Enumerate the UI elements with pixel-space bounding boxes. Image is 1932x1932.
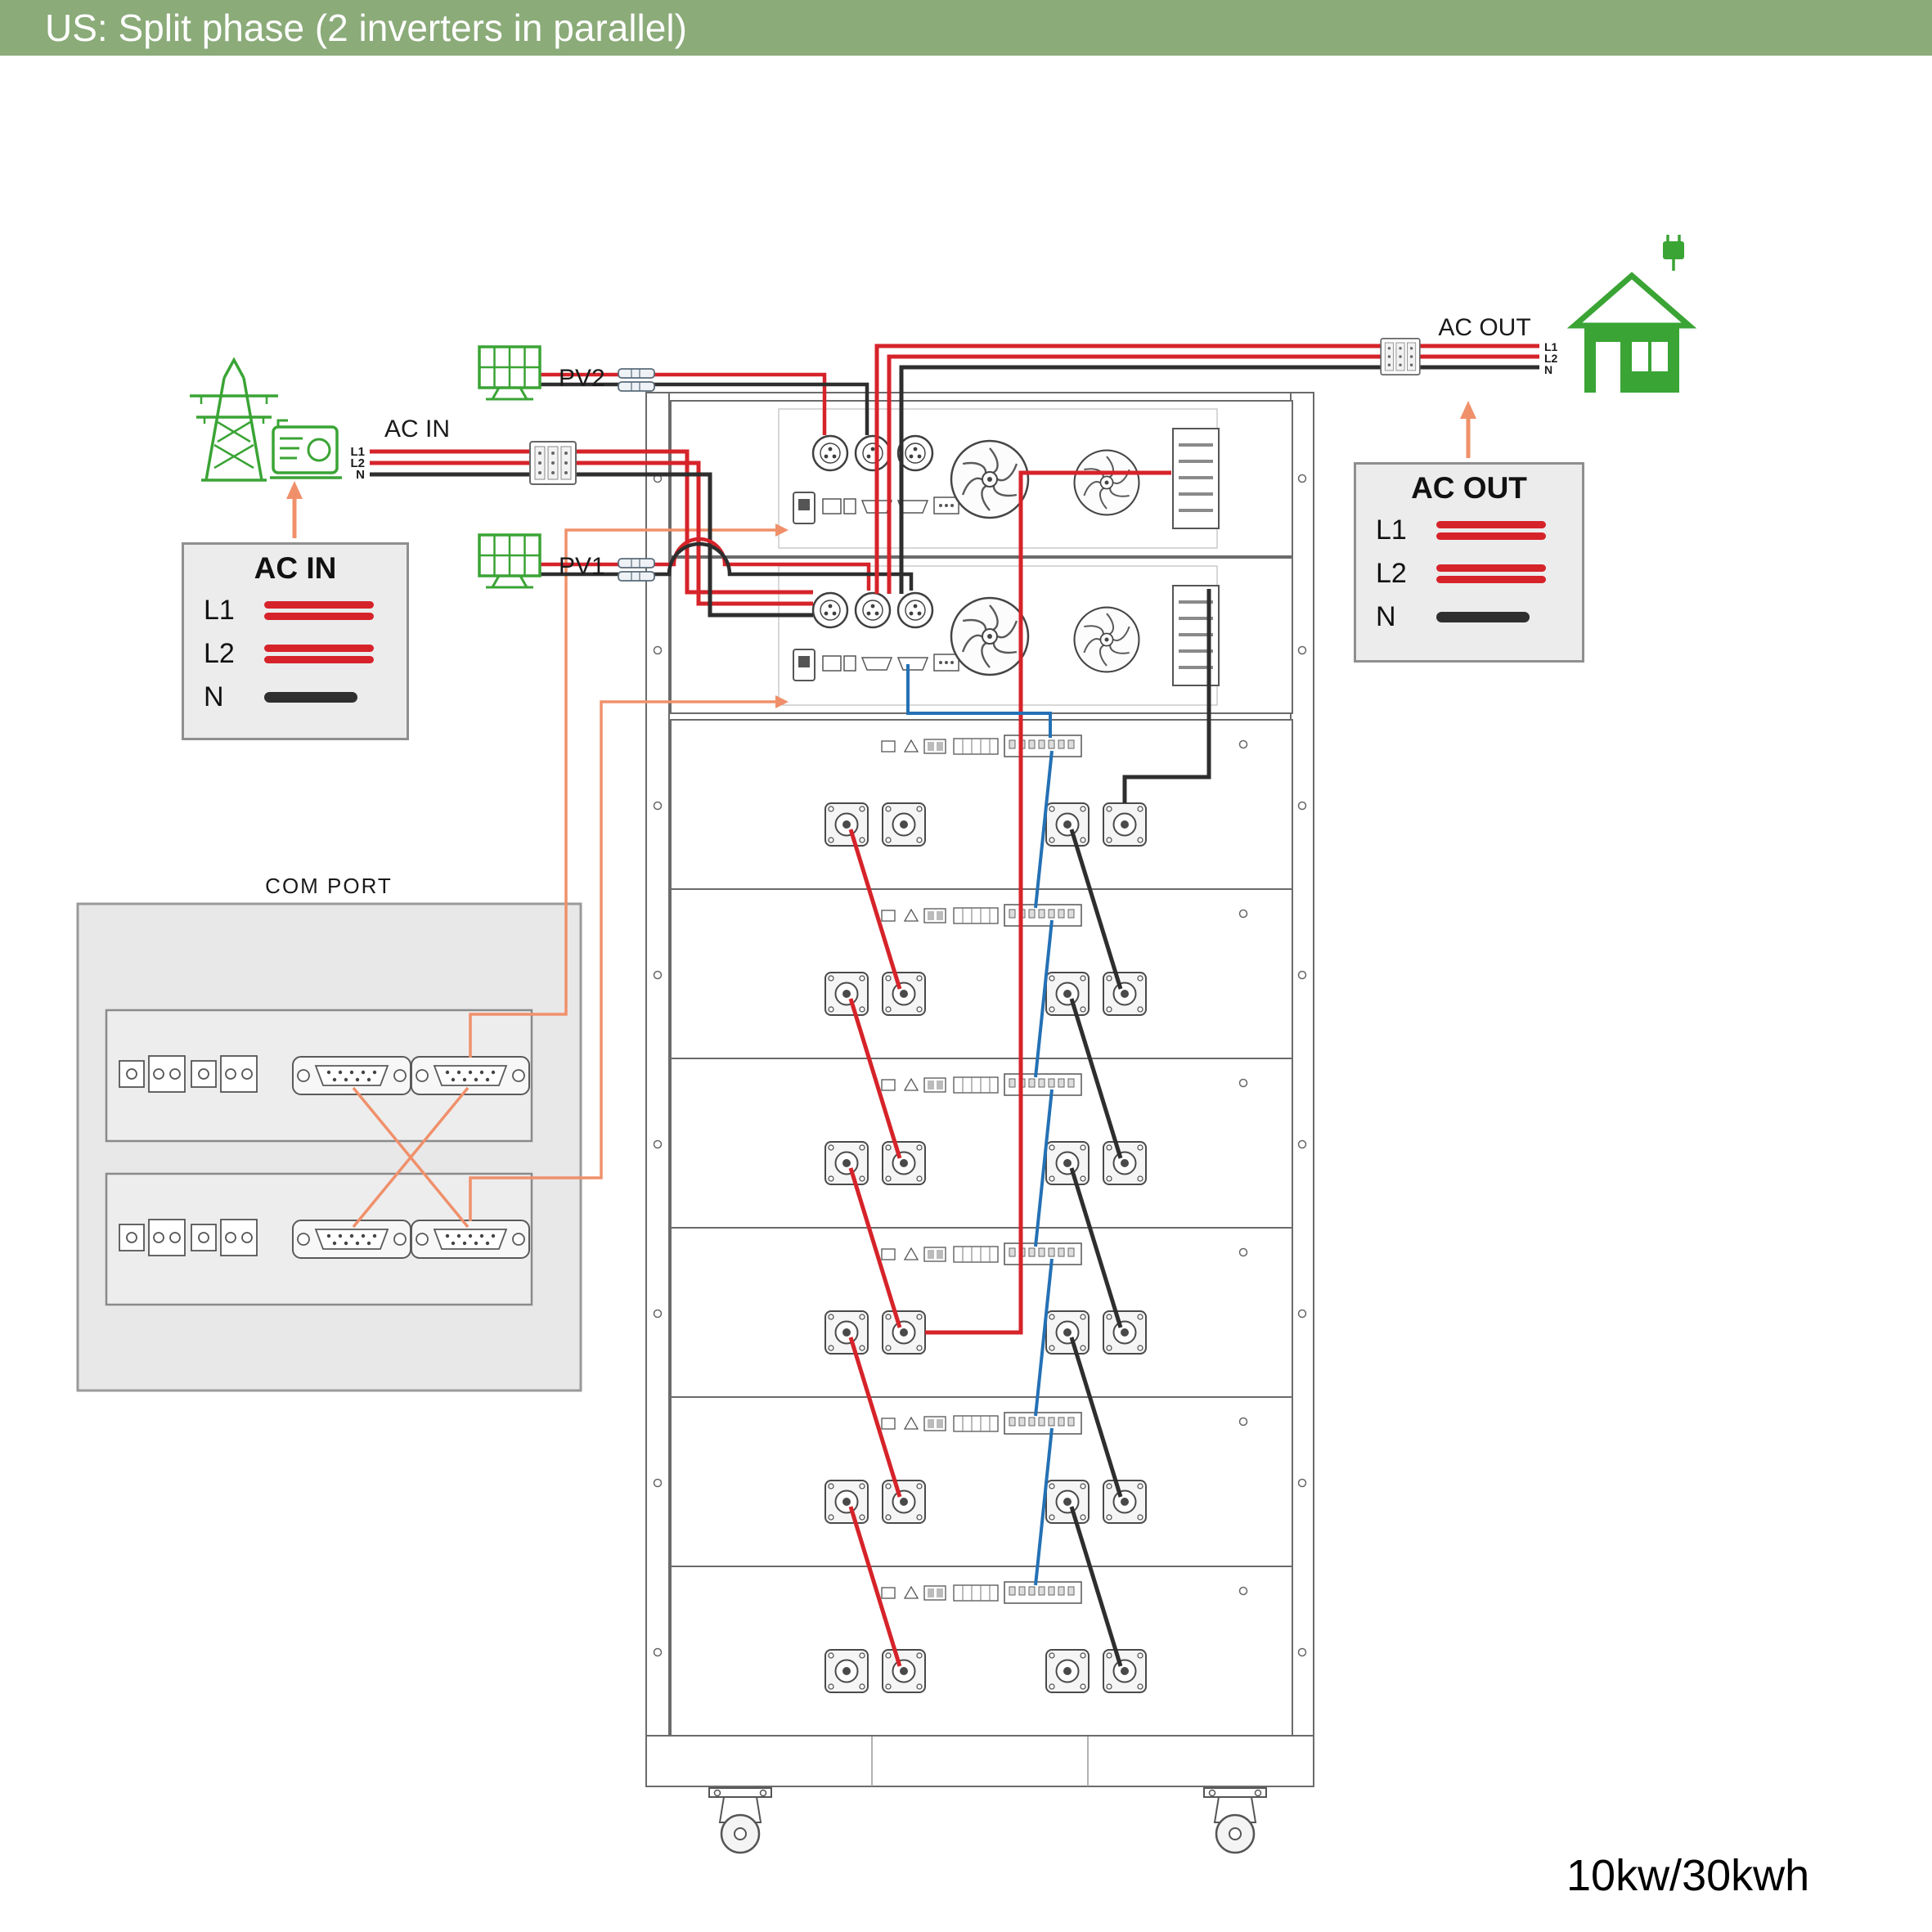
battery-module-2 bbox=[671, 889, 1292, 1058]
l2-wire-swatch bbox=[264, 645, 374, 663]
rack-right-rail bbox=[1290, 392, 1314, 1737]
pv2-label: PV2 bbox=[559, 365, 605, 392]
legend-row-l1: L1 bbox=[1356, 509, 1582, 552]
battery-module-4 bbox=[671, 1228, 1292, 1397]
equipment-rack bbox=[645, 392, 1314, 1854]
legend-row-l2: L2 bbox=[184, 632, 407, 676]
ac-out-wires bbox=[874, 344, 1539, 594]
ac-in-wire-tags: L1 L2 N bbox=[350, 445, 365, 482]
comm-blue-chain bbox=[906, 664, 1054, 1586]
ac-out-connector bbox=[1380, 338, 1421, 375]
ac-in-connector bbox=[529, 441, 577, 485]
com-port-box bbox=[76, 902, 582, 1392]
legend-row-n: N bbox=[184, 676, 407, 719]
pv1-panel-icon bbox=[478, 533, 541, 589]
legend-row-l2: L2 bbox=[1356, 552, 1582, 595]
legend-row-l1: L1 bbox=[184, 589, 407, 632]
rack-screws bbox=[653, 474, 1307, 1657]
plug-icon bbox=[1663, 235, 1684, 271]
pv2-mc4-connector bbox=[618, 368, 655, 392]
acin-legend-arrow bbox=[286, 481, 303, 538]
battery-module-1 bbox=[671, 720, 1292, 889]
caster-wheel-left bbox=[708, 1786, 773, 1854]
com-arrow-to-inverter-2 bbox=[775, 695, 789, 708]
wire-tag-n-out: N bbox=[1544, 363, 1552, 376]
legend-row-n: N bbox=[1356, 595, 1582, 639]
battery-red-chain bbox=[848, 829, 902, 1667]
inverter-2 bbox=[671, 558, 1292, 713]
wire-tag-l1-out: L1 bbox=[1544, 340, 1558, 353]
l2-wire-swatch bbox=[1436, 564, 1546, 583]
ac-out-legend-title: AC OUT bbox=[1411, 471, 1527, 505]
battery-module-6 bbox=[671, 1566, 1292, 1736]
com-panel-2 bbox=[106, 1174, 532, 1305]
l1-wire-swatch bbox=[264, 601, 374, 620]
ac-in-wire-label: AC IN bbox=[384, 416, 450, 443]
house-icon bbox=[1566, 235, 1697, 393]
pv1-label: PV1 bbox=[559, 553, 605, 580]
battery-module-3 bbox=[671, 1058, 1292, 1228]
battery-module-5 bbox=[671, 1397, 1292, 1566]
caster-wheel-right bbox=[1202, 1786, 1268, 1854]
inverter-1 bbox=[671, 401, 1292, 556]
wire-tag-n-source: N bbox=[356, 468, 365, 482]
grid-tower-icon bbox=[190, 357, 278, 482]
l1-wire-swatch bbox=[1436, 521, 1546, 540]
black-bus-wire bbox=[1122, 589, 1211, 803]
ac-in-legend: AC IN L1 L2 N bbox=[182, 542, 409, 740]
ac-out-wire-label: AC OUT bbox=[1438, 314, 1530, 341]
wire-tag-l2-out: L2 bbox=[1544, 352, 1558, 365]
page-title: US: Split phase (2 inverters in parallel… bbox=[45, 7, 687, 49]
red-bus-wire bbox=[925, 470, 1171, 1335]
n-wire-swatch bbox=[264, 692, 357, 703]
com-port-title: COM PORT bbox=[265, 874, 393, 898]
rack-left-rail bbox=[645, 392, 670, 1737]
generator-icon bbox=[270, 419, 342, 479]
com-panel-1 bbox=[106, 1010, 532, 1141]
ac-out-wire-tags: L1 L2 N bbox=[1544, 340, 1558, 376]
pv2-panel-icon bbox=[478, 345, 541, 401]
ac-in-legend-title: AC IN bbox=[254, 551, 337, 585]
pv1-wires bbox=[540, 537, 914, 591]
base-plinth bbox=[645, 1735, 1314, 1787]
battery-black-chain bbox=[1069, 829, 1123, 1667]
com-orange-wires bbox=[352, 528, 775, 1229]
header-bar: US: Split phase (2 inverters in parallel… bbox=[0, 0, 1932, 56]
acout-legend-arrow bbox=[1460, 401, 1476, 458]
wire-tag-l1-source: L1 bbox=[350, 445, 365, 459]
capacity-label: 10kw/30kwh bbox=[1566, 1851, 1810, 1900]
ac-out-legend: AC OUT L1 L2 N bbox=[1354, 462, 1584, 663]
n-wire-swatch bbox=[1436, 612, 1530, 622]
wire-tag-l2-source: L2 bbox=[350, 456, 365, 470]
com-arrow-to-inverter-1 bbox=[775, 523, 789, 537]
